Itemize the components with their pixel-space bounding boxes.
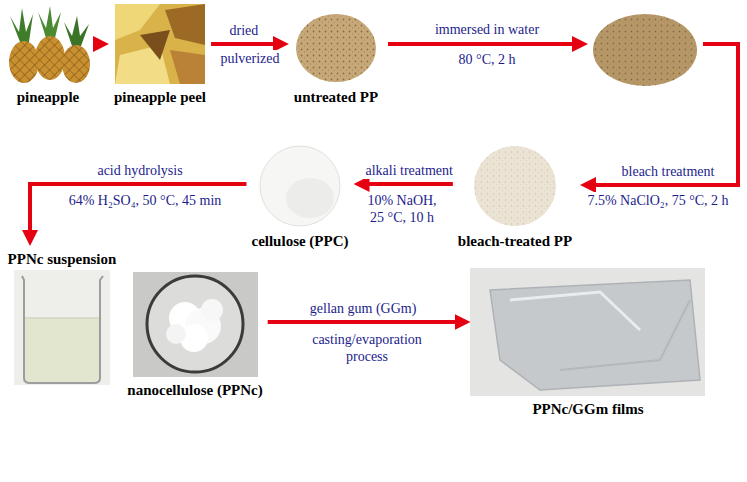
step-label: nanocellulose (PPNc) [125,379,264,399]
step-label: PPNc suspension [6,248,119,268]
pineapple-photo [35,36,65,80]
petri-dish-photo [166,324,186,344]
peel-photo [115,4,205,84]
photo-step: cellulose (PPC) [246,140,353,250]
beaker-photo [14,270,110,385]
bleached-powder-photo [474,146,556,226]
film-photo [510,292,640,330]
film-photo [560,300,690,370]
bleached-powder-photo [474,146,556,226]
flow-arrow [592,44,738,185]
process-arrow [211,42,277,46]
cellulose-photo [260,146,340,226]
step-label: bleach-treated PP [456,230,574,250]
step-condition: acid hydrolysis [95,162,184,179]
photo-area [3,270,122,385]
process-arrow [30,184,246,234]
process-arrow [268,320,459,324]
step-label: untreated PP [292,86,380,106]
step-condition: immersed in water [433,21,541,38]
process-arrow [93,42,97,46]
photo-step: PPNc suspension [3,246,122,385]
step-label: PPNc/GGm films [530,398,645,418]
process-arrow [366,182,453,186]
flow-arrow [388,42,576,46]
step-label: cellulose (PPC) [249,230,350,250]
pineapple-photo [9,6,90,83]
beaker-photo [25,318,99,382]
photo-step: bleach-treated PP [453,140,577,250]
film-photo [470,268,705,396]
step-condition: 80 °C, 2 h [457,51,518,68]
film-photo [470,268,705,396]
step-condition: dried [228,22,261,39]
pineapple-photo [9,41,39,83]
photo-area [122,272,267,377]
photo-step: pineapple peel [109,4,211,106]
petri-dish-photo [201,299,223,321]
film-photo [490,280,700,390]
photo-area [246,140,353,228]
photo-step: untreated PP [289,4,383,106]
step-condition: casting/evaporation process [290,331,444,365]
step-label: pineapple peel [112,86,208,106]
peel-photo [115,4,205,84]
photo-area [3,4,93,84]
photo-area [109,4,211,84]
powder-photo [296,14,376,82]
peel-photo [165,4,205,45]
pineapple-photo [62,45,90,83]
step-condition: gellan gum (GGm) [308,300,419,317]
photo-step: nanocellulose (PPNc) [122,272,267,399]
step-condition: pulverized [218,50,281,67]
step-condition: bleach treatment [620,163,717,180]
peel-photo [140,30,170,60]
pineapple-photo [38,6,61,38]
cellulose-photo [286,178,334,218]
photo-step: pineapple [3,4,93,106]
photo-area [453,140,577,228]
step-label: pineapple [15,86,82,106]
beaker-photo [25,318,99,319]
beaker-photo [22,276,103,383]
powder-photo [296,14,376,82]
pineapple-photo [10,8,33,42]
cellulose-photo [260,146,340,226]
bleached-powder-photo [474,146,556,226]
step-condition: 7.5% NaClO₂, 75 °C, 2 h [585,192,730,209]
petri-dish-photo [133,272,258,377]
photo-area [471,268,706,396]
soaked-powder-photo [593,14,697,86]
petri-dish-photo [133,272,258,377]
soaked-powder-photo [593,14,697,86]
step-condition: alkali treatment [363,162,454,179]
soaked-powder-photo [593,14,697,86]
beaker-photo [14,270,110,385]
photo-step: PPNc/GGm films [471,268,706,418]
step-condition: 10% NaOH, 25 °C, 10 h [361,192,443,226]
photo-area [289,4,383,84]
step-condition: 64% H₂SO₄, 50 °C, 45 min [67,192,224,209]
peel-photo [170,50,205,84]
pineapple-photo [64,16,89,46]
powder-photo [296,14,376,82]
petri-dish-photo [147,276,243,372]
